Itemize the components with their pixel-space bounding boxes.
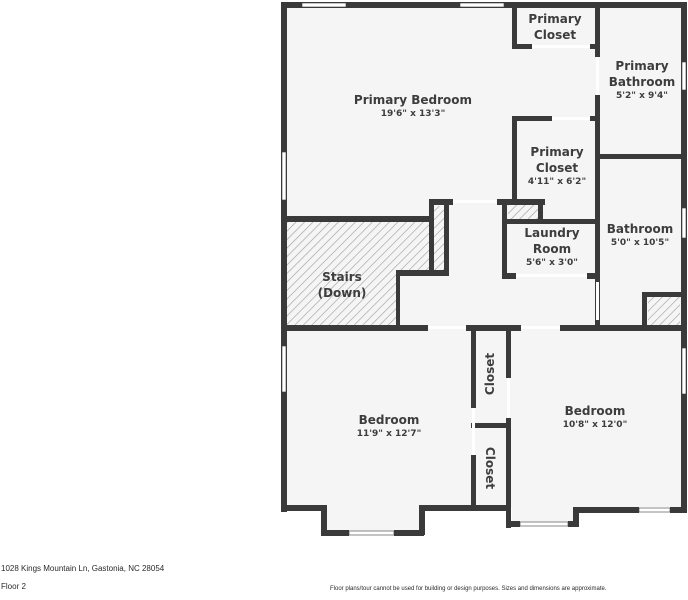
room-dimensions: 11'9" x 12'7": [356, 429, 422, 439]
disclaimer-text: Floor plans/tour cannot be used for buil…: [330, 586, 607, 592]
room-name-line: Primary: [528, 12, 582, 26]
room-closet-lower: Closet: [482, 442, 498, 494]
room-name: Closet: [483, 352, 497, 396]
room-primary-bathroom: Primary Bathroom 5'2" x 9'4": [600, 58, 684, 102]
room-name-line: Primary: [615, 59, 669, 73]
room-dimensions: 19'6" x 13'3": [380, 109, 446, 119]
room-dimensions: 5'2" x 9'4": [615, 91, 668, 101]
room-name: Bedroom: [358, 413, 420, 427]
room-dimensions: 10'8" x 12'0": [562, 420, 628, 430]
room-name-line: Primary: [530, 145, 584, 159]
room-closet-upper: Closet: [482, 348, 498, 400]
room-name-line: Bathroom: [608, 75, 676, 89]
room-bedroom-left: Bedroom 11'9" x 12'7": [314, 412, 464, 440]
room-name-line: Closet: [535, 161, 579, 175]
room-stairs: Stairs (Down): [296, 269, 388, 301]
room-name: Bedroom: [564, 404, 626, 418]
door-openings: [428, 45, 599, 455]
address-text: 1028 Kings Mountain Ln, Gastonia, NC 280…: [1, 564, 165, 573]
room-name: Primary Bedroom: [353, 93, 473, 107]
windows: [281, 2, 687, 536]
room-name-line: Room: [532, 242, 572, 256]
room-dimensions: 5'6" x 3'0": [525, 258, 578, 268]
room-primary-closet-mid: Primary Closet 4'11" x 6'2": [516, 144, 598, 188]
room-bedroom-right: Bedroom 10'8" x 12'0": [520, 403, 670, 431]
room-name: Closet: [483, 446, 497, 490]
room-laundry: Laundry Room 5'6" x 3'0": [507, 225, 597, 269]
room-dimensions: 5'0" x 10'5": [610, 238, 670, 248]
room-name-line: Closet: [533, 28, 577, 42]
room-primary-closet-top: Primary Closet: [515, 11, 595, 43]
room-bathroom: Bathroom 5'0" x 10'5": [599, 221, 681, 249]
room-name: Stairs (Down): [317, 270, 367, 300]
stairs-hatch: [287, 205, 680, 326]
room-dimensions: 4'11" x 6'2": [527, 177, 587, 187]
floor-label: Floor 2: [1, 582, 26, 591]
room-name-line: Laundry: [524, 226, 580, 240]
room-primary-bedroom: Primary Bedroom 19'6" x 13'3": [338, 92, 488, 120]
room-name: Bathroom: [606, 222, 674, 236]
